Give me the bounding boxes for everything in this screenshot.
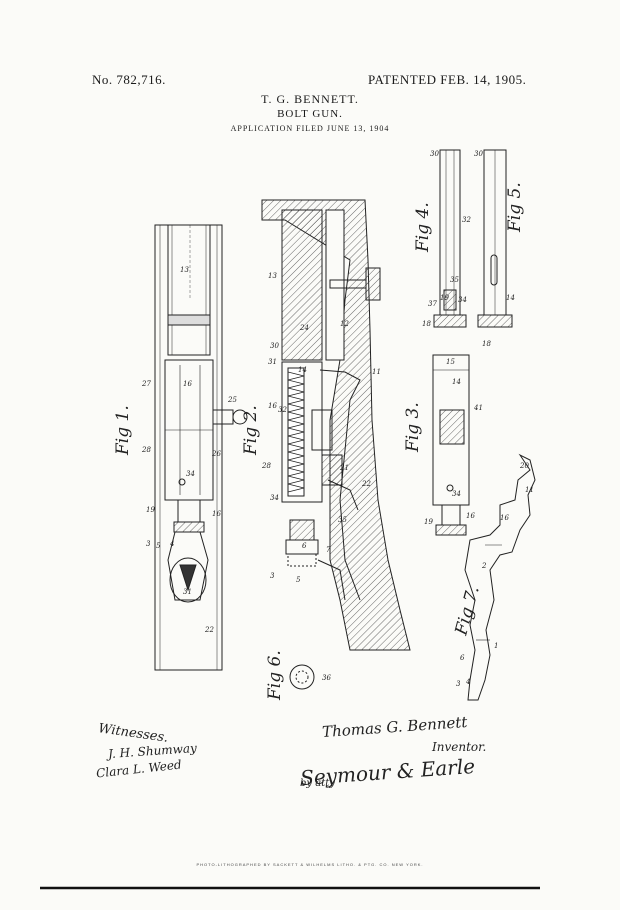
ref-numeral: 6 [302,542,307,550]
figure-6-label: Fig 6. [265,650,285,701]
application-filed: APPLICATION FILED JUNE 13, 1904 [230,124,390,133]
ref-numeral: 13 [268,272,277,280]
figure-3-label: Fig 3. [403,402,423,453]
figure-4-drawing [433,149,467,328]
ref-numeral: 15 [446,358,455,366]
ref-numeral: 3 [146,540,151,548]
figure-5-label: Fig 5. [505,182,525,233]
attorney-prefix: by atty [300,778,335,789]
ref-numeral: 28 [261,462,271,470]
ref-numeral: 27 [141,380,151,388]
ref-numeral: 18 [422,320,431,328]
figure-1-drawing [154,224,248,671]
figure-7-drawing [464,453,536,701]
figure-2-drawing [261,199,411,651]
ref-numeral: 36 [322,674,331,682]
ref-numeral: 13 [180,266,189,274]
ref-numeral: 32 [278,406,287,414]
patent-date: PATENTED FEB. 14, 1905. [368,72,527,87]
ref-numeral: 24 [299,324,309,332]
ref-numeral: 2 [481,562,487,570]
ref-numeral: 22 [204,626,214,634]
ref-numeral: 3 [270,572,275,580]
ref-numeral: 11 [372,368,381,376]
inventor-name: T. G. BENNETT. [261,92,359,106]
ref-numeral: 4 [169,540,174,548]
ref-numeral: 16 [212,510,221,518]
ref-numeral: 32 [462,216,471,224]
ref-numeral: 19 [424,518,433,526]
ref-numeral: 30 [430,150,439,158]
patent-number: No. 782,716. [92,72,166,87]
ref-numeral: 31 [268,358,277,366]
ref-numeral: 14 [452,378,461,386]
figure-4-label: Fig 4. [413,202,433,253]
figure-6-drawing [289,664,315,690]
ref-numeral: 31 [183,588,192,596]
ref-numeral: 7 [326,546,331,554]
ref-numeral: 16 [500,514,509,522]
ref-numeral: 14 [298,366,307,374]
ref-numeral: 19 [440,294,449,302]
ref-numeral: 30 [474,150,483,158]
ref-numeral: 30 [270,342,279,350]
ref-numeral: 34 [458,296,467,304]
ref-numeral: 14 [506,294,515,302]
ref-numeral: 21 [339,464,349,472]
ref-numeral: 11 [525,486,534,494]
ref-numeral: 18 [482,340,491,348]
figure-3-drawing [432,354,470,536]
ref-numeral: 20 [519,462,529,470]
ref-numeral: 35 [450,276,459,284]
ref-numeral: 37 [428,300,437,308]
ref-numeral: 6 [460,654,465,662]
ref-numeral: 26 [211,450,221,458]
ref-numeral: 34 [186,470,195,478]
ref-numeral: 28 [141,446,151,454]
figure-2-label: Fig 2. [241,405,261,456]
ref-numeral: 34 [452,490,461,498]
ref-numeral: 19 [146,506,155,514]
printer-credit: PHOTO-LITHOGRAPHED BY SACKETT & WILHELMS… [196,862,424,867]
ref-numeral: 3 [456,680,461,688]
ref-numeral: 12 [340,320,349,328]
ref-numeral: 34 [270,494,279,502]
ref-numeral: 5 [296,576,301,584]
ref-numeral: 41 [473,404,483,412]
figure-5-drawing [477,149,513,328]
ref-numeral: 4 [465,678,470,686]
patent-title: BOLT GUN. [277,108,343,120]
inventor-label: Inventor. [432,740,487,754]
ref-numeral: 5 [156,542,161,550]
ref-numeral: 22 [361,480,371,488]
ref-numeral: 25 [227,396,237,404]
ref-numeral: 16 [183,380,192,388]
ref-numeral: 16 [268,402,277,410]
ref-numeral: 16 [466,512,475,520]
figure-1-label: Fig 1. [113,405,133,456]
ref-numeral: 1 [494,642,498,650]
figure-7-label: Fig 7. [451,584,483,638]
ref-numeral: 35 [338,516,347,524]
